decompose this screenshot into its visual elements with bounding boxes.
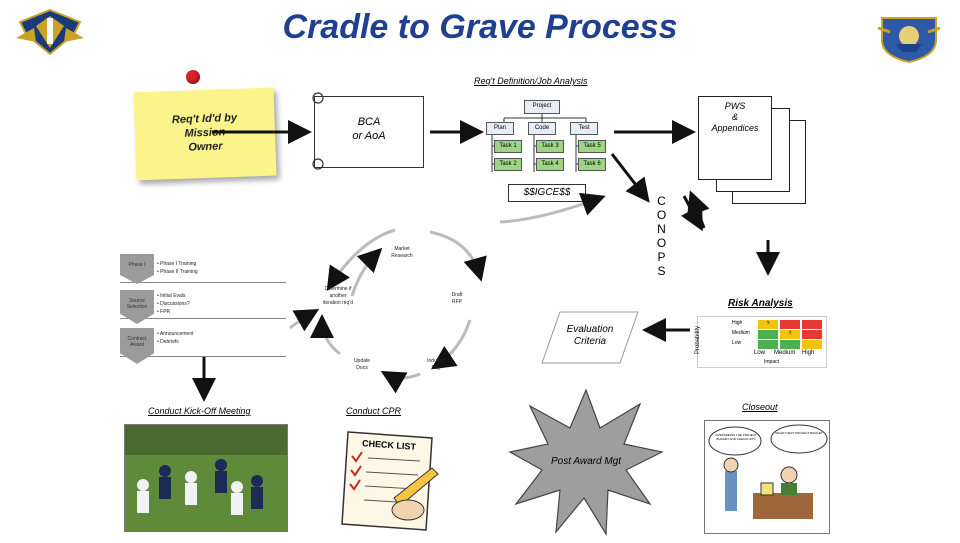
phase-items: • Initial Evals • Discussions? • FPR [157, 293, 190, 315]
pws-page-front: PWS & Appendices [698, 96, 772, 180]
cartoon-right-caption: RIGHT! NEXT PROJECT BUDGET [775, 431, 823, 435]
determine-iteration-label: Determine if another iteration req'd [322, 286, 354, 306]
org-root: Project [524, 100, 560, 114]
phase-items: • Announcement • Debriefs [157, 331, 194, 345]
risk-row-medium: Medium [732, 330, 750, 336]
push-pin-icon [186, 70, 200, 84]
scroll-curls-icon [312, 92, 324, 170]
org-plan: Plan [486, 122, 514, 135]
risk-cell: ? [758, 320, 778, 329]
org-code: Code [528, 122, 556, 135]
right-shield-logo [876, 14, 942, 64]
post-award-burst: Post Award Mgt [508, 386, 664, 538]
market-research-label: Market Research [391, 246, 413, 259]
conops-label: C O N O P S [656, 194, 668, 278]
draft-rfp-label: Draft RFP [451, 292, 463, 305]
kickoff-football-photo [124, 424, 288, 532]
org-task-4: Task 4 [536, 158, 564, 171]
evaluation-criteria-shape: Evaluation Criteria [540, 310, 640, 365]
risk-cell [802, 340, 822, 349]
risk-matrix: Probability High Medium Low ? ? Low Medi… [695, 316, 827, 368]
phase-items: • Phase I Training • Phase II Training [157, 261, 198, 275]
pws-text: PWS & Appendices [711, 101, 759, 133]
risk-col-high: High [802, 350, 815, 356]
reqt-definition-label: Req't Definition/Job Analysis [474, 76, 588, 86]
risk-row-low: Low [732, 340, 742, 346]
risk-col-low: Low [754, 350, 766, 356]
org-task-1: Task 1 [494, 140, 522, 153]
risk-row-high: High [732, 320, 743, 326]
left-emblem-logo [14, 8, 86, 56]
org-task-3: Task 3 [536, 140, 564, 153]
org-task-2: Task 2 [494, 158, 522, 171]
cpr-label: Conduct CPR [346, 406, 402, 416]
risk-col-medium: Medium [774, 350, 796, 356]
risk-cell [758, 340, 778, 349]
risk-y-axis-label: Probability [695, 325, 702, 355]
kickoff-label: Conduct Kick-Off Meeting [148, 406, 251, 416]
closeout-label: Closeout [742, 402, 778, 412]
page-title: Cradle to Grave Process [282, 8, 678, 46]
risk-cell [802, 320, 822, 329]
risk-x-axis-label: Impact [764, 359, 780, 365]
risk-cell [780, 320, 800, 329]
org-task-6: Task 6 [578, 158, 606, 171]
evaluation-criteria-text: Evaluation Criteria [566, 324, 614, 347]
checklist-image: CHECK LIST [334, 428, 446, 534]
cartoon-left-caption: OVERSEEING THE PROJECT BUDGET AND CHECKL… [715, 433, 757, 441]
closeout-cartoon: OVERSEEING THE PROJECT BUDGET AND CHECKL… [704, 420, 830, 534]
update-docs-label: Update Docs [353, 358, 371, 371]
org-test: Test [570, 122, 598, 135]
org-chart: Project Plan Code Test Task 1 Task 3 Tas… [484, 94, 610, 180]
risk-cell [802, 330, 822, 339]
bca-scroll-text: BCA or AoA [352, 116, 386, 142]
bca-scroll: BCA or AoA [314, 96, 424, 168]
risk-analysis-title: Risk Analysis [728, 298, 793, 309]
risk-cell: ? [780, 330, 800, 339]
risk-cell [758, 330, 778, 339]
industry-day-label: Industry Day [427, 358, 445, 371]
org-task-5: Task 5 [578, 140, 606, 153]
risk-cell [780, 340, 800, 349]
post-award-text: Post Award Mgt [550, 456, 622, 467]
